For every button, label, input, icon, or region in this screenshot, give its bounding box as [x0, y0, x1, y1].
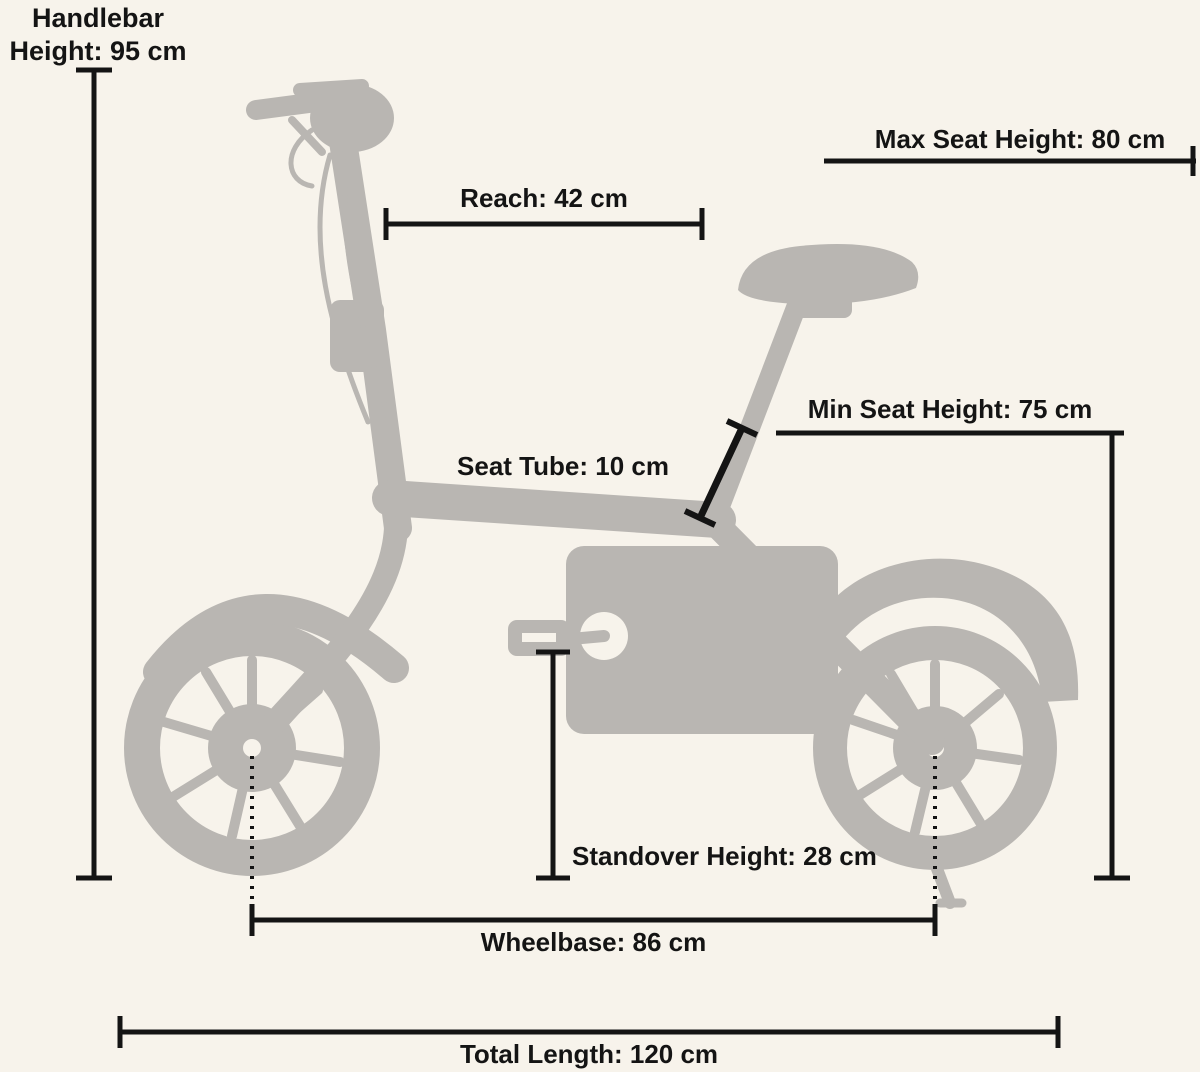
- saddle-clamp: [792, 290, 852, 318]
- label-handlebar-height-line2: Height: 95 cm: [9, 35, 187, 66]
- label-reach: Reach: 42 cm: [460, 183, 628, 213]
- pedal-slot: [522, 633, 556, 642]
- handlebar: [246, 79, 394, 156]
- front-fork: [254, 516, 408, 744]
- brake-cables: [288, 127, 395, 435]
- label-handlebar-height: Handlebar Height: 95 cm: [4, 2, 192, 68]
- dimension-line-handlebar-height: [76, 67, 112, 881]
- dimension-line-max-seat-height: [824, 146, 1196, 176]
- label-max-seat-height: Max Seat Height: 80 cm: [874, 124, 1166, 154]
- label-standover-height: Standover Height: 28 cm: [572, 841, 877, 871]
- kickstand: [922, 839, 967, 909]
- dimension-line-reach: [383, 208, 705, 240]
- label-wheelbase: Wheelbase: 86 cm: [480, 927, 707, 957]
- main-frame-tube: [372, 480, 736, 538]
- label-handlebar-height-line1: Handlebar: [31, 3, 165, 33]
- dimension-line-min-seat-height: [776, 430, 1130, 881]
- dimension-lines: [76, 67, 1196, 1048]
- dimension-line-wheelbase: [249, 756, 938, 936]
- saddle: [738, 244, 919, 305]
- battery-box: [566, 546, 838, 734]
- dimension-line-total-length: [117, 1016, 1061, 1048]
- label-min-seat-height: Min Seat Height: 75 cm: [807, 394, 1093, 424]
- seat-post: [704, 282, 812, 532]
- label-total-length: Total Length: 120 cm: [459, 1039, 719, 1069]
- dimension-line-seat-tube: [683, 418, 759, 528]
- dimension-line-standover-height: [536, 649, 570, 881]
- label-seat-tube: Seat Tube: 10 cm: [457, 451, 669, 481]
- bike-silhouette: [124, 79, 1079, 909]
- rear-fender: [818, 558, 1079, 702]
